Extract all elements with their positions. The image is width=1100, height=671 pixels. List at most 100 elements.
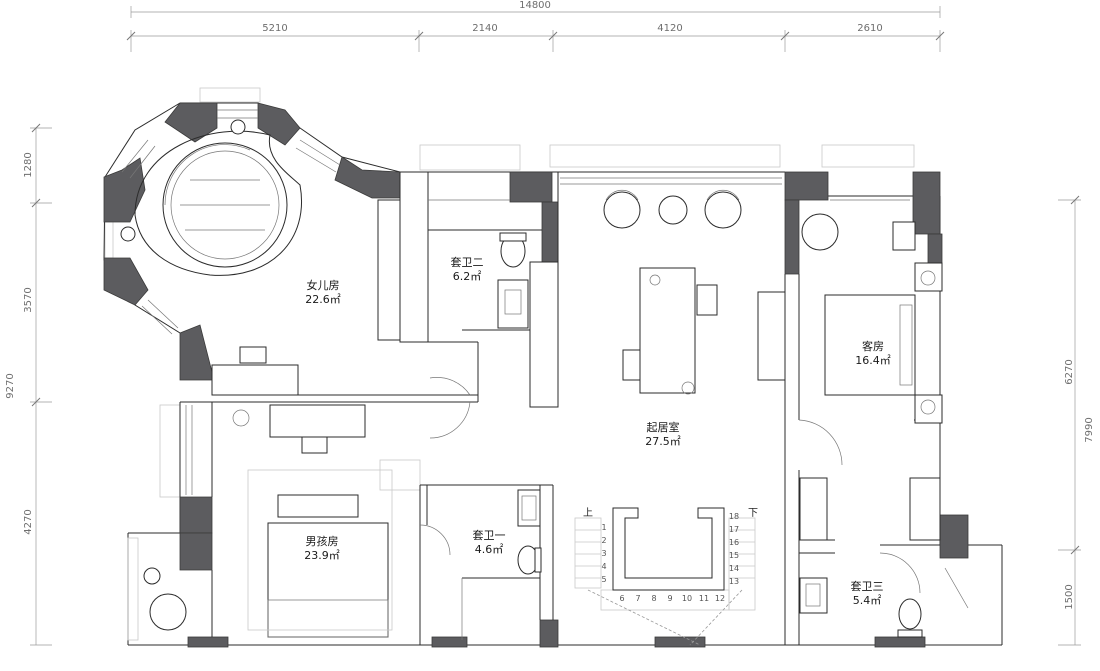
step-number: 9 bbox=[667, 594, 672, 603]
dim-left-seg-2: 3570 bbox=[23, 287, 34, 312]
nightstand-lamp bbox=[120, 226, 136, 242]
sink bbox=[521, 495, 537, 521]
wardrobe bbox=[377, 199, 401, 341]
toilet bbox=[898, 598, 922, 630]
balcony bbox=[127, 537, 139, 641]
dim-top-total: 14800 bbox=[519, 0, 551, 11]
armchairs bbox=[603, 189, 742, 229]
column bbox=[784, 199, 800, 275]
pillow bbox=[899, 304, 913, 386]
room-area-bath2: 6.2㎡ bbox=[453, 270, 482, 283]
nightstand bbox=[914, 262, 943, 292]
lamp bbox=[920, 399, 936, 415]
door-swings bbox=[419, 377, 969, 609]
step-number: 13 bbox=[729, 577, 739, 586]
column bbox=[784, 171, 829, 201]
staircase bbox=[574, 507, 756, 646]
boy-bed bbox=[267, 522, 389, 638]
column bbox=[103, 257, 149, 306]
column bbox=[654, 636, 706, 648]
desk-chair bbox=[892, 221, 916, 251]
storage-cabinet bbox=[909, 477, 941, 541]
step-number: 18 bbox=[729, 512, 739, 521]
round-bed bbox=[162, 142, 288, 268]
work-table bbox=[639, 267, 696, 394]
bed-throw bbox=[267, 599, 389, 638]
windows bbox=[121, 109, 910, 495]
step-number: 14 bbox=[729, 564, 739, 573]
step-number: 10 bbox=[682, 594, 692, 603]
room-area-guest: 16.4㎡ bbox=[855, 354, 891, 367]
column bbox=[912, 171, 941, 235]
dim-top-seg-1: 5210 bbox=[262, 23, 287, 34]
dim-right-total: 7990 bbox=[1084, 417, 1095, 442]
vanity bbox=[497, 279, 529, 329]
side-lamp bbox=[649, 274, 661, 286]
dim-right-upper: 6270 bbox=[1064, 359, 1075, 384]
column bbox=[164, 102, 218, 143]
room-name-bath1: 套卫一 bbox=[473, 529, 506, 542]
room-name-living: 起居室 bbox=[647, 420, 680, 434]
room-area-living: 27.5㎡ bbox=[645, 435, 681, 448]
stair-up-label: 上 bbox=[583, 507, 593, 519]
step-number: 11 bbox=[699, 594, 709, 603]
vanity bbox=[517, 489, 541, 527]
column bbox=[179, 532, 213, 571]
side-lamp bbox=[681, 381, 695, 395]
step-number: 8 bbox=[651, 594, 656, 603]
desk bbox=[211, 364, 299, 396]
armchair bbox=[801, 213, 839, 251]
step-number: 7 bbox=[635, 594, 640, 603]
vanity bbox=[799, 577, 828, 614]
step-number: 1 bbox=[601, 523, 606, 532]
column bbox=[187, 636, 229, 648]
chair bbox=[622, 349, 641, 381]
column bbox=[179, 324, 213, 381]
step-number: 12 bbox=[715, 594, 725, 603]
tv-cabinet bbox=[757, 291, 786, 381]
sink bbox=[504, 289, 522, 315]
room-name-guest: 客房 bbox=[862, 339, 884, 353]
dimension-ticks bbox=[31, 31, 1080, 555]
stair-down-label: 下 bbox=[748, 508, 758, 519]
lamp bbox=[920, 270, 936, 286]
towel-cabinet bbox=[799, 477, 828, 541]
column bbox=[541, 201, 559, 263]
structural-columns bbox=[103, 102, 969, 648]
step-number: 5 bbox=[601, 575, 606, 584]
room-name-bath3: 套卫三 bbox=[851, 580, 884, 593]
step-number: 16 bbox=[729, 538, 739, 547]
sink bbox=[805, 583, 821, 607]
nightstand bbox=[914, 394, 943, 424]
desk-chair bbox=[239, 346, 267, 364]
dim-top-seg-2: 2140 bbox=[472, 23, 497, 34]
step-number: 17 bbox=[729, 525, 739, 534]
step-number: 6 bbox=[619, 594, 624, 603]
room-area-bath3: 5.4㎡ bbox=[853, 594, 882, 607]
dim-left-seg-1: 1280 bbox=[23, 152, 34, 177]
side-table bbox=[143, 567, 161, 585]
column bbox=[431, 636, 468, 648]
armchair bbox=[149, 593, 187, 631]
column bbox=[939, 514, 969, 559]
room-area-daughter: 22.6㎡ bbox=[305, 293, 341, 306]
dim-left-total: 9270 bbox=[5, 373, 16, 398]
column bbox=[179, 496, 213, 534]
rug bbox=[247, 469, 393, 631]
column bbox=[539, 619, 559, 648]
bed-platform bbox=[134, 130, 302, 276]
chair bbox=[696, 284, 718, 316]
toilet-tank bbox=[534, 547, 542, 573]
step-number: 3 bbox=[601, 549, 606, 558]
column bbox=[509, 171, 553, 203]
step-number: 4 bbox=[601, 562, 606, 571]
desk-chair bbox=[301, 436, 328, 454]
column bbox=[257, 102, 301, 146]
room-area-bath1: 4.6㎡ bbox=[475, 543, 504, 556]
dim-left-seg-3: 4270 bbox=[23, 509, 34, 534]
toilet-tank bbox=[897, 629, 923, 638]
room-area-boy: 23.9㎡ bbox=[304, 549, 340, 562]
boy-desk bbox=[269, 404, 366, 438]
room-name-boy: 男孩房 bbox=[306, 535, 339, 548]
